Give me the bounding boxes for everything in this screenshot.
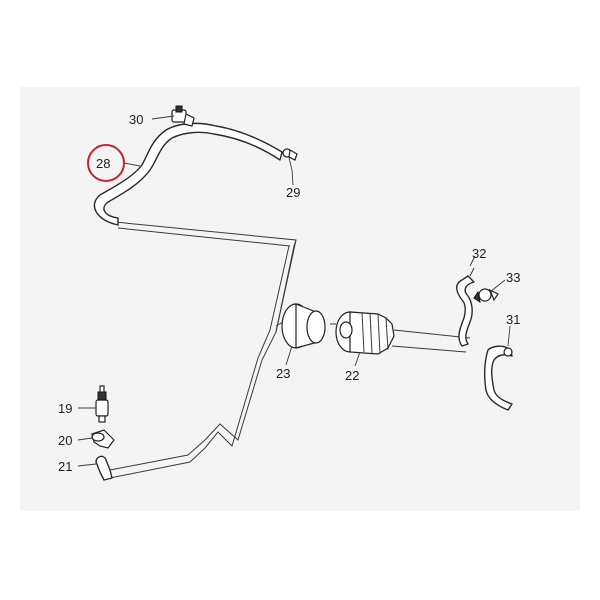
clamp-33[interactable] (473, 288, 499, 304)
leader-28 (123, 162, 141, 167)
leader-30 (151, 115, 175, 120)
routing-line-main (109, 239, 297, 471)
callout-20[interactable]: 20 (58, 433, 72, 448)
leader-32 (469, 255, 476, 267)
canister-22[interactable] (330, 311, 395, 355)
callout-29[interactable]: 29 (286, 185, 300, 200)
routing-line-upper (114, 221, 297, 333)
callout-21[interactable]: 21 (58, 459, 72, 474)
leader-29 (288, 157, 294, 186)
hose-end-21[interactable] (95, 455, 113, 481)
callout-30[interactable]: 30 (129, 112, 143, 127)
elbow-20[interactable] (91, 429, 115, 449)
hose-31-end (503, 347, 513, 357)
callout-28[interactable]: 28 (96, 156, 110, 171)
callout-23[interactable]: 23 (276, 366, 290, 381)
valve-19[interactable] (95, 385, 109, 423)
connector-30[interactable] (171, 105, 195, 127)
leader-31 (507, 325, 511, 347)
clip-29[interactable] (282, 148, 298, 161)
callout-19[interactable]: 19 (58, 401, 72, 416)
leader-33 (489, 279, 506, 293)
hose-32-tip (469, 267, 475, 277)
leader-20 (77, 437, 93, 441)
leader-21 (77, 463, 97, 467)
callout-31[interactable]: 31 (506, 312, 520, 327)
routing-line-main-2 (109, 245, 290, 479)
routing-line-right (391, 329, 471, 353)
leader-22 (354, 351, 361, 367)
callout-22[interactable]: 22 (345, 368, 359, 383)
callout-32[interactable]: 32 (472, 246, 486, 261)
highlight-circle-28 (87, 144, 125, 182)
ring-23[interactable] (275, 303, 326, 349)
leader-23 (285, 345, 293, 366)
hose-32[interactable] (456, 275, 475, 347)
callout-33[interactable]: 33 (506, 270, 520, 285)
hose-28[interactable] (93, 122, 283, 226)
